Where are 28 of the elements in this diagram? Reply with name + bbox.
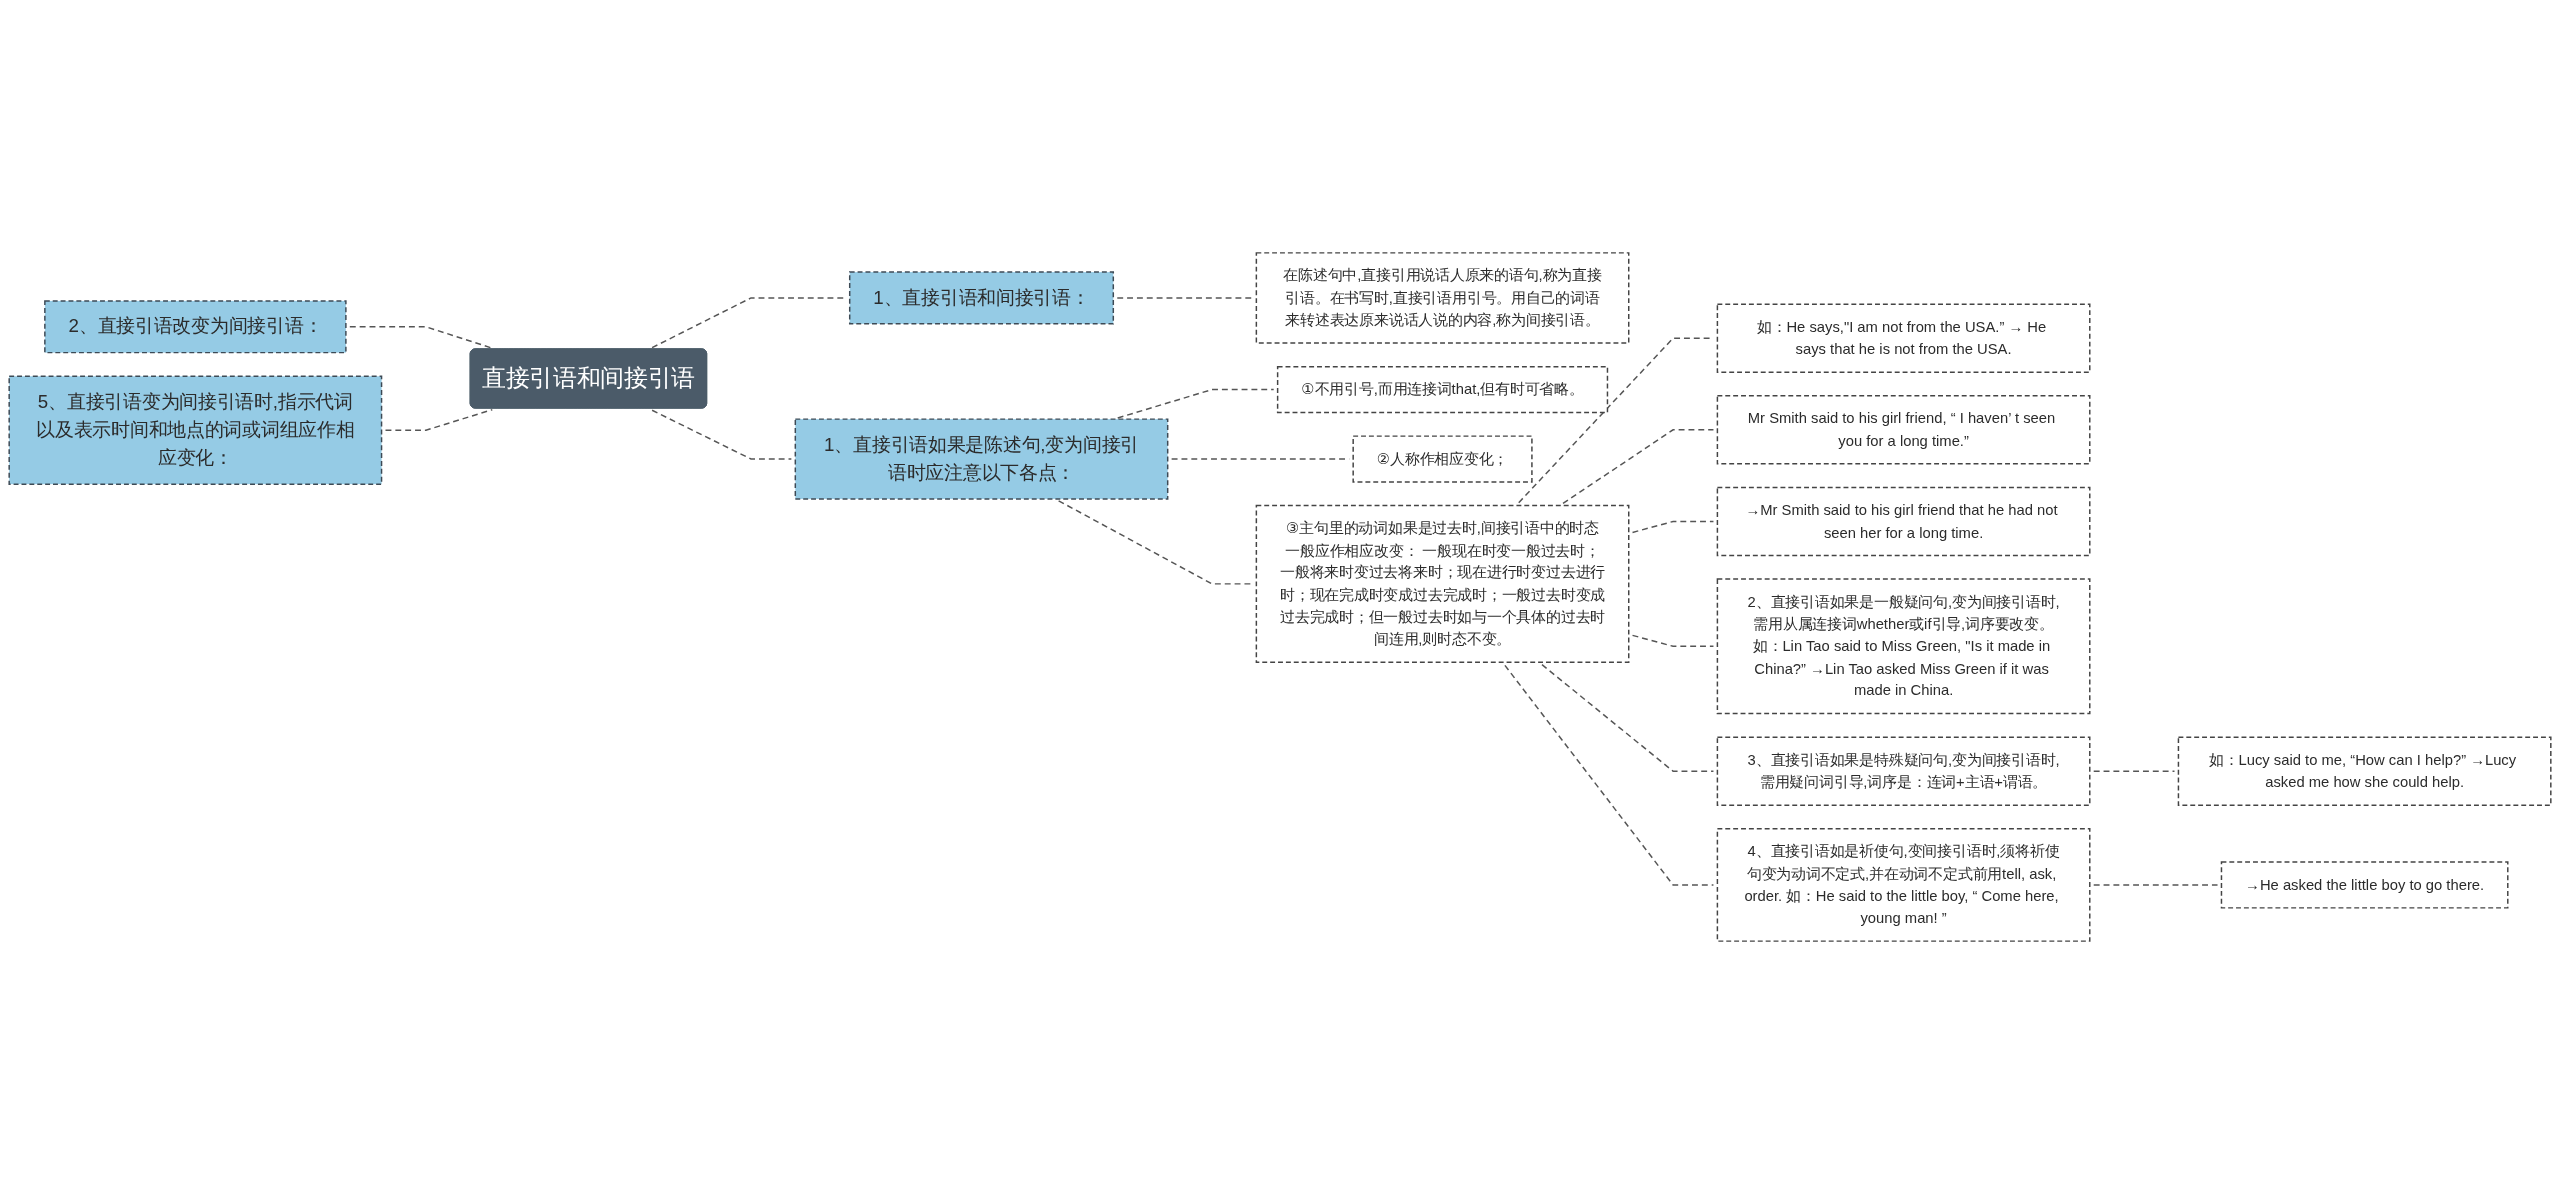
connector-line	[1116, 388, 1275, 419]
branch-topic-box: 1、直接引语如果是陈述句,变为间接引语时应注意以下各点：	[794, 418, 1169, 500]
note-box: 4、直接引语如是祈使句,变间接引语时,须将祈使句变为动词不定式,并在动词不定式前用tell, ask, order. 如：He said to the little boy, “ Come here, young man! ”	[1716, 828, 2091, 942]
branch-topic-box: 2、直接引语改变为间接引语：	[44, 300, 347, 354]
note-box: 3、直接引语如果是特殊疑问句,变为间接引语时,需用疑问词引导,词序是：连词+主语+谓语。	[1716, 736, 2091, 806]
connector-line	[1631, 520, 1715, 534]
note-box: ①不用引号,而用连接词that,但有时可省略。	[1276, 365, 1609, 414]
central-topic: 直接引语和间接引语	[469, 348, 708, 409]
note-box: Mr Smith said to his girl friend, “ I haven’ t seen you for a long time.”	[1716, 395, 2091, 465]
note-box: 2、直接引语如果是一般疑问句,变为间接引语时,需用从属连接词whether或if引导,词序要改变。如：Lin Tao said to Miss Green, "Is it made in China?” →Lin Tao asked Miss Green if it was made in China.	[1716, 578, 2091, 715]
connector-line	[1504, 664, 1715, 886]
note-box: →Mr Smith said to his girl friend that he had not seen her for a long time.	[1716, 486, 2091, 557]
note-box: 在陈述句中,直接引用说话人原来的语句,称为直接引语。在书写时,直接引语用引号。用自己的词语来转述表达原来说话人说的内容,称为间接引语。	[1255, 252, 1630, 344]
connector-line	[2093, 770, 2176, 772]
connector-line	[651, 409, 793, 460]
note-box: ②人称作相应变化；	[1352, 435, 1533, 483]
note-box: 如：He says,"I am not from the USA.” → He says that he is not from the USA.	[1716, 303, 2091, 373]
connector-line	[2093, 884, 2219, 886]
connector-line	[1562, 429, 1715, 505]
connector-line	[1116, 297, 1254, 299]
connector-line	[384, 408, 493, 431]
connector-line	[1541, 663, 1715, 772]
note-box: 如：Lucy said to me, “How can I help?” →Lucy asked me how she could help.	[2177, 736, 2552, 806]
connector-line	[1631, 634, 1715, 648]
branch-topic-box: 5、直接引语变为间接引语时,指示代词以及表示时间和地点的词或词组应作相应变化：	[8, 375, 383, 485]
note-box: ③主句里的动词如果是过去时,间接引语中的时态一般应作相应改变： 一般现在时变一般过去时；一般将来时变过去将来时；现在进行时变过去进行时；现在完成时变成过去完成时；一般过去时变成过去完成时；但一般过去时如与一个具体的过去时间连用,则时态不变。	[1255, 504, 1630, 663]
note-box: →He asked the little boy to go there.	[2220, 861, 2509, 909]
branch-topic-box: 1、直接引语和间接引语：	[848, 271, 1115, 325]
